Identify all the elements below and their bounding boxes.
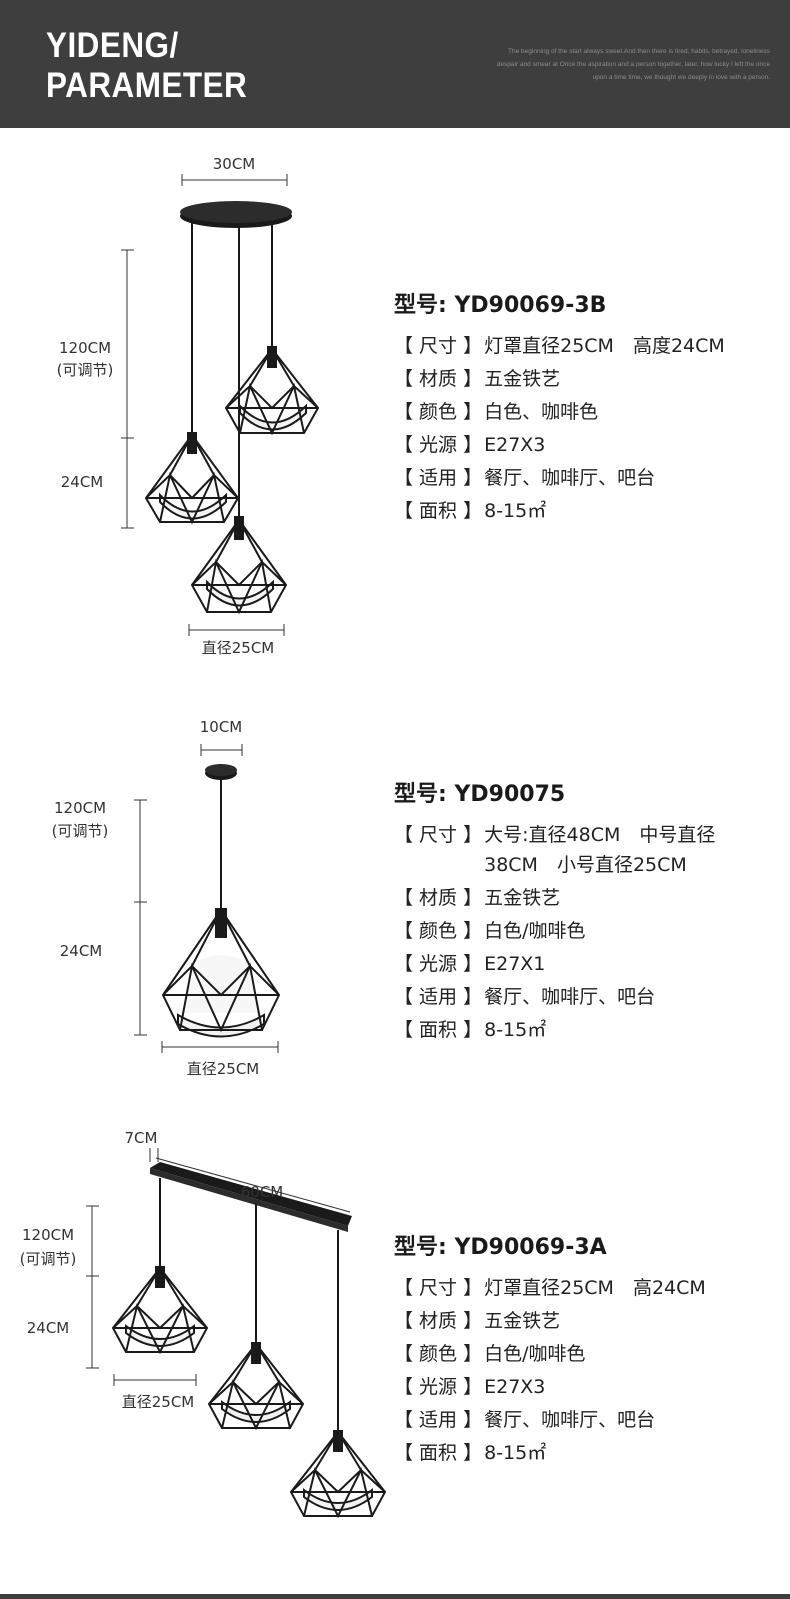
diamond-cage-shade: [111, 1266, 209, 1355]
dim-shade-diameter: 直径25CM: [201, 639, 275, 657]
footer-divider: [0, 1594, 790, 1599]
dim-shade-height: 24CM: [59, 942, 103, 960]
pendant-lamp-3a-drawing: [86, 1148, 387, 1519]
dim-canopy-width: 30CM: [212, 155, 256, 173]
dim-adjustable-note: (可调节): [56, 361, 114, 379]
tagline-line: upon a time time, we thought we deeply i…: [592, 74, 770, 81]
diamond-cage-shade: [224, 346, 320, 436]
spec-row-usage: 【 适用 】餐厅、咖啡厅、吧台: [394, 467, 656, 489]
brand-title: YIDENG/ PARAMETER: [46, 26, 247, 106]
pendant-lamp-single-drawing: [134, 744, 281, 1053]
spec-row-light-source: 【 光源 】E27X1: [394, 953, 546, 975]
bar-canopy: [150, 1162, 352, 1226]
header-banner: YIDENG/ PARAMETER The beginning of the s…: [0, 0, 790, 128]
tagline-line: despair and smear at Once the aspiration…: [496, 61, 770, 68]
dim-canopy-width: 7CM: [124, 1129, 158, 1147]
diamond-cage-shade: [144, 432, 240, 525]
model-number: 型号: YD90075: [394, 782, 566, 807]
spec-row-usage: 【 适用 】餐厅、咖啡厅、吧台: [394, 1409, 656, 1431]
product-1-illustration: 30CM 120CM (可调节) 24CM 直径25CM: [0, 150, 380, 680]
pendant-lamp-3b-drawing: [121, 174, 320, 636]
brand-line-1: YIDENG/: [46, 26, 179, 65]
spec-row-size: 【 尺寸 】灯罩直径25CM 高24CM: [394, 1277, 706, 1299]
dim-adjustable-note: (可调节): [19, 1250, 77, 1268]
spec-row-size: 【 尺寸 】灯罩直径25CM 高度24CM: [394, 335, 725, 357]
dim-bar-length: 60CM: [240, 1183, 284, 1201]
product-3-specs: 型号: YD90069-3A 【 尺寸 】灯罩直径25CM 高24CM 【 材质…: [394, 1233, 774, 1471]
spec-row-area: 【 面积 】8-15㎡: [394, 1442, 547, 1464]
spec-row-material: 【 材质 】五金铁艺: [394, 887, 561, 909]
dim-cord-length: 120CM: [53, 799, 107, 817]
spec-row-usage: 【 适用 】餐厅、咖啡厅、吧台: [394, 986, 656, 1008]
spec-row-area: 【 面积 】8-15㎡: [394, 500, 547, 522]
dim-shade-height: 24CM: [26, 1319, 70, 1337]
product-3-illustration: 7CM 60CM 120CM (可调节) 24CM 直径25CM: [0, 1129, 387, 1580]
spec-row-color: 【 颜色 】白色/咖啡色: [394, 1343, 586, 1365]
spec-row-color: 【 颜色 】白色/咖啡色: [394, 920, 586, 942]
dim-cord-length: 120CM: [21, 1226, 75, 1244]
spec-row-color: 【 颜色 】白色、咖啡色: [394, 401, 599, 423]
diamond-cage-shade: [289, 1430, 387, 1519]
dim-adjustable-note: (可调节): [51, 822, 109, 840]
diamond-cage-shade: [161, 908, 281, 1038]
spec-row-light-source: 【 光源 】E27X3: [394, 434, 546, 456]
model-number: 型号: YD90069-3A: [394, 1235, 607, 1260]
dim-canopy-width: 10CM: [199, 718, 243, 736]
dim-shade-height: 24CM: [60, 473, 104, 491]
tagline-line: The beginning of the start always sweet.…: [508, 48, 770, 55]
spec-row-area: 【 面积 】8-15㎡: [394, 1019, 547, 1041]
diamond-cage-shade: [207, 1342, 305, 1431]
model-number: 型号: YD90069-3B: [394, 293, 607, 318]
diamond-cage-shade: [190, 516, 288, 615]
spec-row-material: 【 材质 】五金铁艺: [394, 1310, 561, 1332]
brand-line-2: PARAMETER: [46, 66, 248, 105]
dim-shade-diameter: 直径25CM: [186, 1060, 260, 1078]
spec-row-material: 【 材质 】五金铁艺: [394, 368, 561, 390]
tagline: The beginning of the start always sweet.…: [430, 45, 770, 84]
product-1-specs: 型号: YD90069-3B 【 尺寸 】灯罩直径25CM 高度24CM 【 材…: [394, 291, 774, 529]
product-2-illustration: 10CM 120CM (可调节) 24CM 直径25CM: [0, 718, 380, 1080]
dim-cord-length: 120CM: [58, 339, 112, 357]
spec-row-light-source: 【 光源 】E27X3: [394, 1376, 546, 1398]
dim-shade-diameter: 直径25CM: [121, 1393, 195, 1411]
